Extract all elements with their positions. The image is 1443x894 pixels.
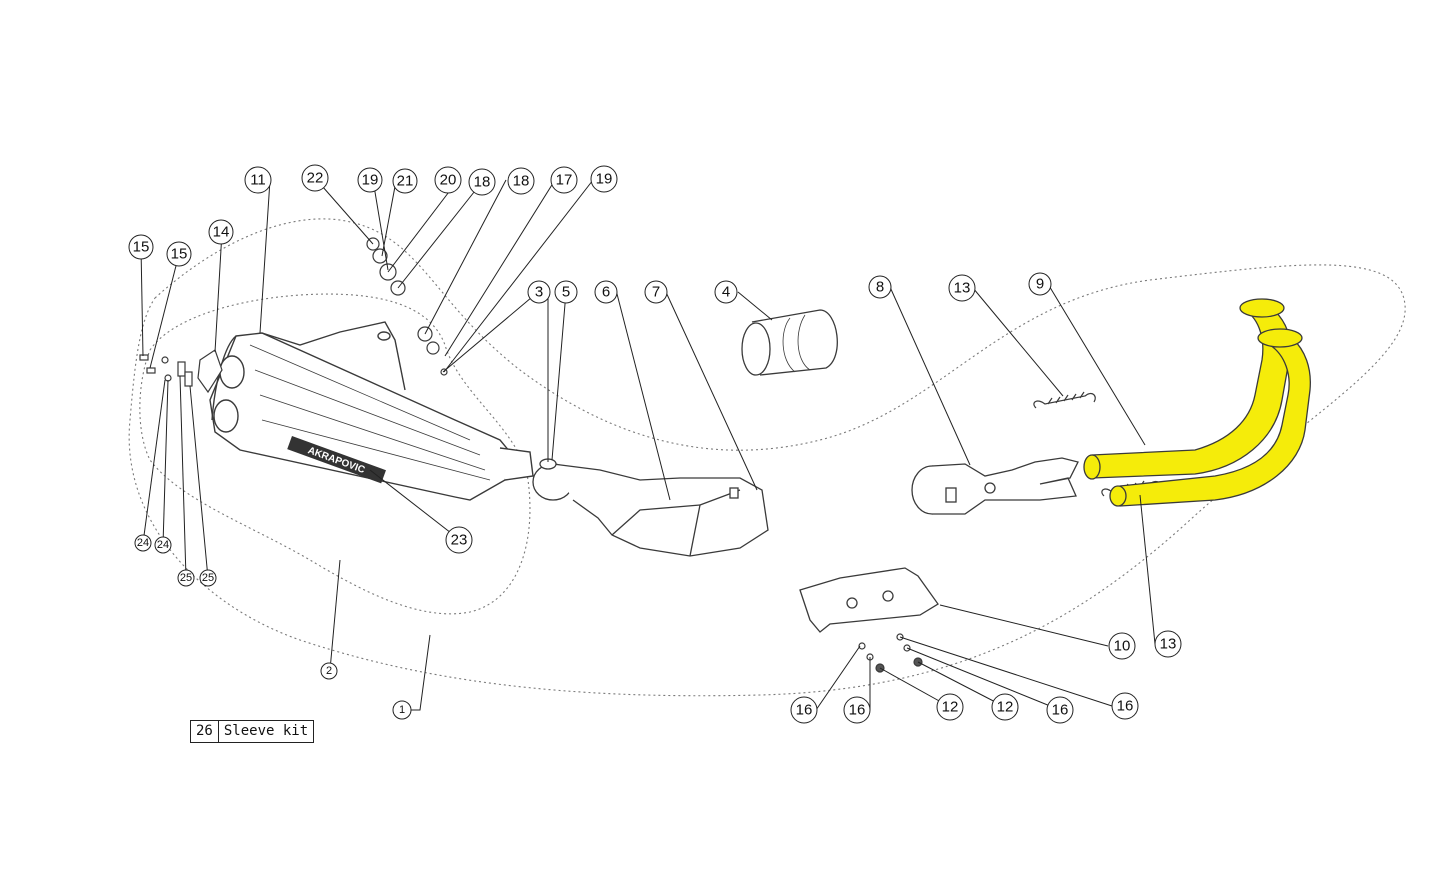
callout-13b: 13 <box>1160 636 1177 653</box>
heat-shield <box>799 567 939 633</box>
callout-16c: 16 <box>1052 702 1069 719</box>
legend-number: 26 <box>191 721 219 742</box>
hanger-hardware <box>366 237 448 376</box>
sleeve <box>741 309 838 376</box>
callout-17: 17 <box>556 172 573 189</box>
callout-5: 5 <box>562 284 570 301</box>
callout-16a: 16 <box>796 702 813 719</box>
callout-10: 10 <box>1114 638 1131 655</box>
callout-24b: 24 <box>157 539 169 551</box>
callout-22: 22 <box>307 170 324 187</box>
legend-sleeve-kit: 26 Sleeve kit <box>190 720 315 743</box>
callout-23: 23 <box>451 532 468 549</box>
callout-25a: 25 <box>180 572 192 584</box>
callouts <box>128 164 1182 724</box>
callout-15a: 15 <box>133 239 150 256</box>
callout-19a: 19 <box>362 172 379 189</box>
callout-8: 8 <box>876 279 884 296</box>
callout-1: 1 <box>399 704 405 716</box>
callout-7: 7 <box>652 284 660 301</box>
hardware-left <box>139 349 223 394</box>
callout-13a: 13 <box>954 280 971 297</box>
callout-25b: 25 <box>202 572 214 584</box>
legend-text: Sleeve kit <box>223 723 309 739</box>
callout-12a: 12 <box>942 699 959 716</box>
callout-20: 20 <box>440 172 457 189</box>
header-pipes <box>1083 298 1311 507</box>
callout-11: 11 <box>250 172 266 189</box>
callout-18a: 18 <box>513 173 530 190</box>
callout-21: 21 <box>397 173 414 190</box>
mid-pipe <box>911 457 1079 515</box>
callout-6: 6 <box>602 284 610 301</box>
callout-4: 4 <box>722 284 730 301</box>
callout-24a: 24 <box>137 537 149 549</box>
callout-15b: 15 <box>171 246 188 263</box>
link-pipe <box>532 458 769 557</box>
callout-2: 2 <box>326 665 332 677</box>
shield-hardware <box>858 633 923 673</box>
callout-9: 9 <box>1036 276 1044 293</box>
muffler <box>209 321 534 501</box>
callout-16d: 16 <box>1117 698 1134 715</box>
callout-12b: 12 <box>997 699 1014 716</box>
assembly-outline-2 <box>139 293 531 615</box>
callout-3: 3 <box>535 284 543 301</box>
callout-14: 14 <box>213 224 230 241</box>
assembly-outline-1 <box>128 218 1406 697</box>
callout-16b: 16 <box>849 702 866 719</box>
callout-18b: 18 <box>474 174 491 191</box>
callout-19b: 19 <box>596 171 613 188</box>
callout-labels: 1 2 3 4 5 6 7 8 9 10 11 12 12 13 13 14 1… <box>133 170 1177 719</box>
